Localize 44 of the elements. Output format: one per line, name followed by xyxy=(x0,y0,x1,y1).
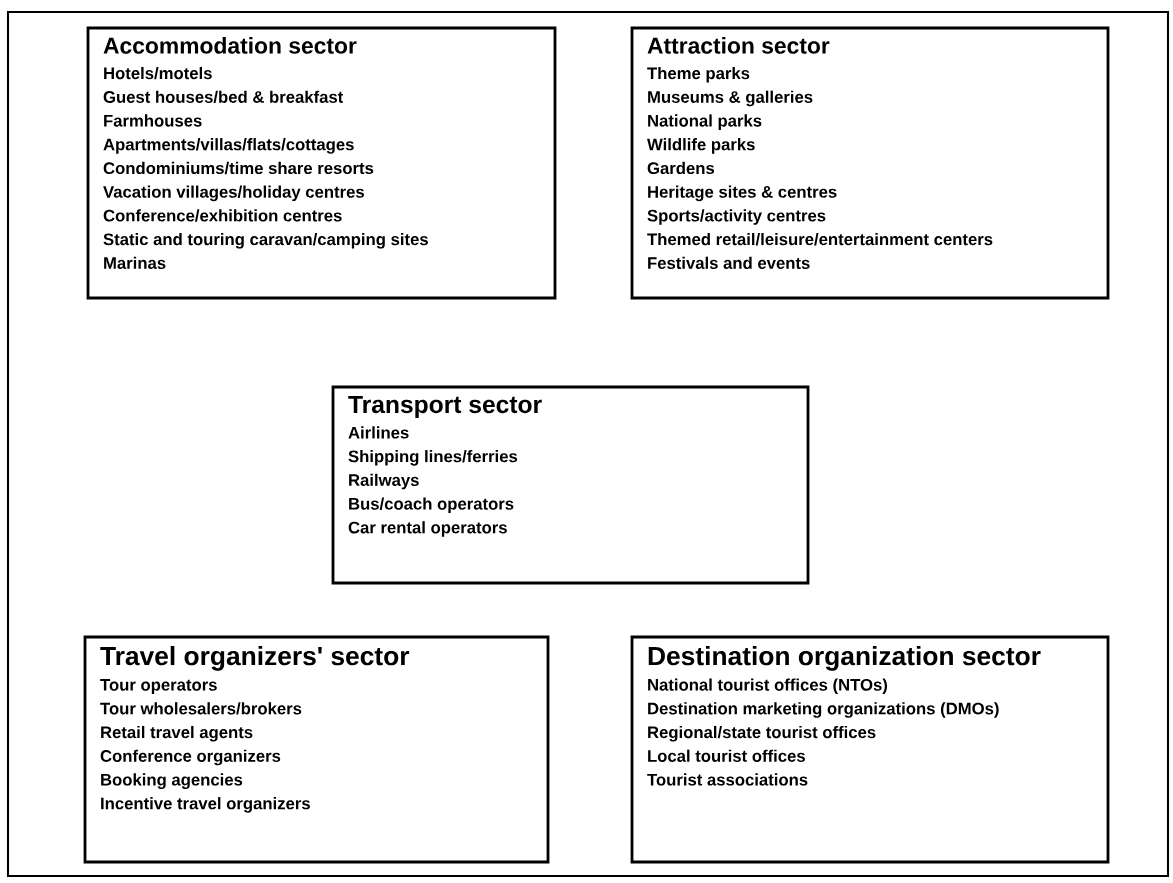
list-item: Theme parks xyxy=(647,66,750,83)
list-item: Conference organizers xyxy=(100,749,281,766)
list-item: Themed retail/leisure/entertainment centers xyxy=(647,233,993,246)
list-item: Tour operators xyxy=(100,679,217,695)
sector-heading: Travel organizers' sector xyxy=(100,646,410,671)
list-item: Vacation villages/holiday centres xyxy=(103,185,364,202)
list-item: Car rental operators xyxy=(348,521,507,537)
list-item: Retail travel agents xyxy=(101,725,253,742)
sector-heading: Attraction sector xyxy=(647,37,830,54)
sector-heading: Destination organization sector xyxy=(648,646,1041,671)
sector-box xyxy=(83,635,550,864)
list-item: Regional/state tourist offices xyxy=(648,725,876,742)
list-item: Museums & galleries xyxy=(648,90,813,107)
list-item: Gardens xyxy=(647,161,715,175)
list-item: Wildlife parks xyxy=(647,138,755,154)
list-item: Bus/coach operators xyxy=(349,497,514,514)
list-item: Shipping lines/ferries xyxy=(348,450,518,466)
sector-box xyxy=(86,26,557,300)
sector-box xyxy=(630,635,1110,864)
list-item: Hotels/motels xyxy=(104,66,212,80)
sector-box xyxy=(331,385,810,585)
list-item: National tourist offices (NTOs) xyxy=(648,678,888,695)
list-item: Incentive travel organizers xyxy=(101,797,310,813)
list-item: Airlines xyxy=(348,426,409,439)
list-item: Farmhouses xyxy=(104,114,202,127)
list-item: National parks xyxy=(648,114,762,130)
list-item: Local tourist offices xyxy=(648,749,805,762)
list-item: Conference/exhibition centres xyxy=(103,209,342,222)
list-item: Festivals and events xyxy=(648,256,810,269)
list-item: Static and touring caravan/camping sites xyxy=(103,233,428,249)
list-item: Destination marketing organizations (DMOs) xyxy=(648,702,999,718)
list-item: Sports/activity centres xyxy=(647,209,826,225)
list-item: Marinas xyxy=(104,256,166,269)
list-item: Guest houses/bed & breakfast xyxy=(103,90,344,104)
list-item: Condominiums/time share resorts xyxy=(103,161,374,175)
list-item: Booking agencies xyxy=(101,773,243,789)
list-item: Heritage sites & centres xyxy=(648,185,837,202)
list-item: Railways xyxy=(349,473,419,490)
sector-box xyxy=(630,26,1110,300)
list-item: Tour wholesalers/brokers xyxy=(100,702,302,715)
list-item: Tourist associations xyxy=(647,773,808,786)
sector-heading: Transport sector xyxy=(348,396,542,418)
sector-heading: Accommodation sector xyxy=(103,37,357,54)
list-item: Apartments/villas/flats/cottages xyxy=(103,138,354,154)
